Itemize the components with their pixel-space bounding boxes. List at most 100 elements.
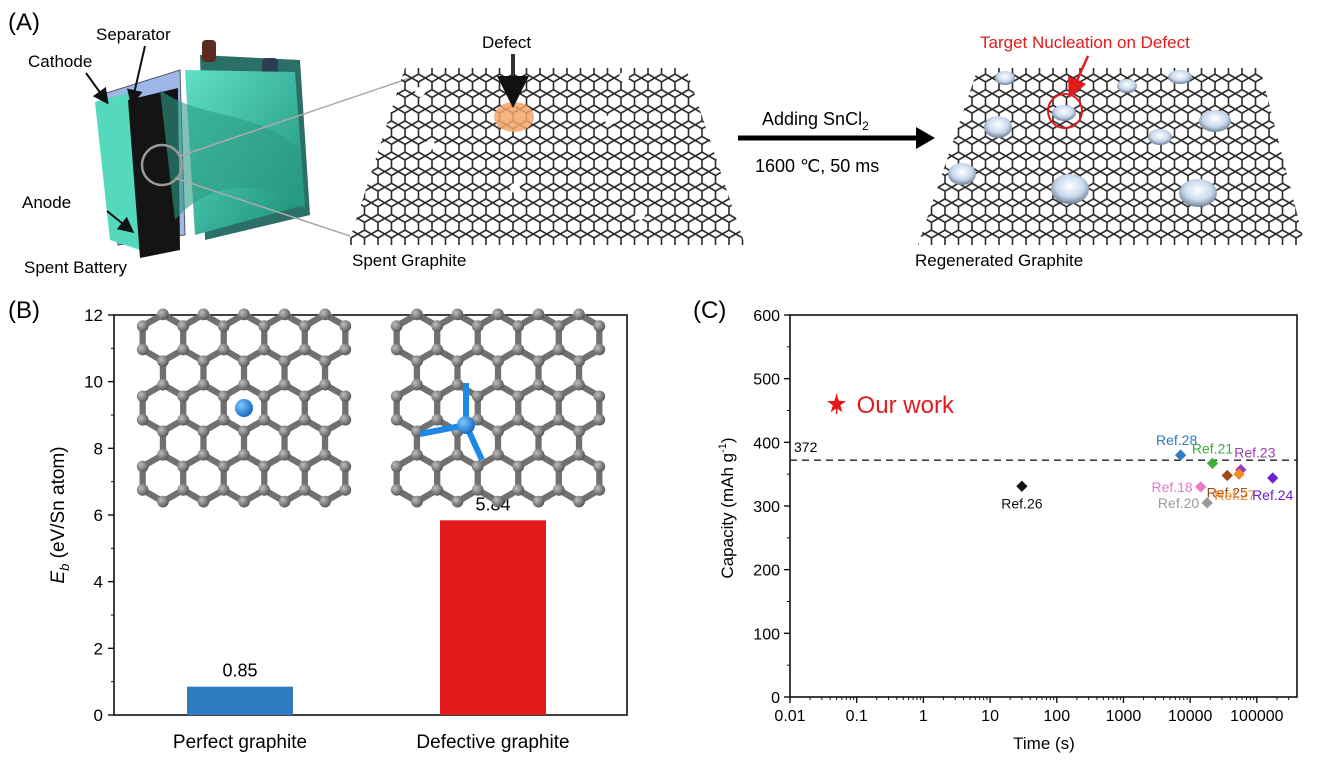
carbon-atom <box>593 320 606 332</box>
data-point-label: Ref.27 <box>1214 487 1255 503</box>
carbon-atom <box>157 378 169 391</box>
data-point-label: Ref.23 <box>1234 445 1275 461</box>
carbon-atom <box>177 460 190 473</box>
carbon-atom <box>157 425 169 438</box>
carbon-atom <box>238 495 250 508</box>
data-point-ref-21 <box>1206 457 1219 470</box>
carbon-atom <box>238 308 250 321</box>
carbon-atom <box>390 460 403 473</box>
carbon-atom <box>136 413 149 426</box>
carbon-atom <box>532 495 545 508</box>
carbon-atom <box>298 460 311 473</box>
carbon-atom <box>390 343 403 356</box>
data-point-ref-18 <box>1195 481 1207 493</box>
defect-label: Defect <box>482 33 531 52</box>
carbon-atom <box>411 308 423 321</box>
carbon-atom <box>431 460 444 473</box>
carbon-atom <box>319 308 331 321</box>
carbon-atom <box>258 320 271 332</box>
data-point-label: Ref.18 <box>1151 479 1192 495</box>
carbon-atom <box>258 460 271 473</box>
carbon-atom <box>157 355 169 368</box>
carbon-atom <box>319 495 331 508</box>
sn-atom <box>235 399 253 417</box>
carbon-atom <box>197 425 210 438</box>
carbon-atom <box>339 460 352 473</box>
carbon-atom <box>451 378 464 391</box>
carbon-atom <box>512 320 525 332</box>
carbon-atom <box>552 413 565 426</box>
panel-c-ylabel: Capacity (mAh g-1) <box>717 437 737 578</box>
separator-label: Separator <box>96 25 171 44</box>
carbon-atom <box>319 425 331 438</box>
bar-value-label: 0.85 <box>222 661 257 681</box>
spent-battery-caption: Spent Battery <box>24 258 128 277</box>
data-point-ref-20 <box>1201 497 1213 509</box>
b-ytick-label: 12 <box>84 306 103 325</box>
carbon-atom <box>278 425 291 438</box>
carbon-atom <box>177 320 190 332</box>
carbon-atom <box>238 378 250 391</box>
carbon-atom <box>471 343 484 356</box>
battery-illustration <box>95 40 411 258</box>
nucleation-circle <box>1047 93 1083 129</box>
carbon-atom <box>492 495 504 508</box>
carbon-atom <box>136 460 149 473</box>
defective-graphite-structure <box>390 308 606 508</box>
carbon-atom <box>197 355 210 368</box>
carbon-atom <box>390 413 403 426</box>
carbon-atom <box>552 343 565 356</box>
carbon-atom <box>136 320 149 332</box>
c-ytick-label: 400 <box>753 435 780 452</box>
carbon-atom <box>298 390 311 403</box>
carbon-atom <box>573 425 585 438</box>
carbon-atom <box>512 413 525 426</box>
carbon-atom <box>177 390 190 403</box>
data-point-label: Ref.25 <box>1207 484 1248 500</box>
carbon-atom <box>197 495 210 508</box>
carbon-atom <box>593 413 606 426</box>
c-xtick-label: 0.1 <box>846 708 868 725</box>
carbon-atom <box>136 343 149 356</box>
panel-c-frame <box>789 314 1298 698</box>
carbon-atom <box>451 495 464 508</box>
b-ytick-label: 2 <box>94 639 103 658</box>
c-ytick-label: 600 <box>753 308 780 325</box>
our-work-label: Our work <box>857 392 955 419</box>
carbon-atom <box>451 355 464 368</box>
carbon-atom <box>431 343 444 356</box>
carbon-atom <box>411 378 423 391</box>
carbon-atom <box>573 378 585 391</box>
carbon-atom <box>278 448 291 461</box>
carbon-atom <box>339 343 352 356</box>
carbon-atom <box>573 355 585 368</box>
carbon-atom <box>298 484 311 496</box>
carbon-atom <box>217 320 230 332</box>
carbon-atom <box>573 448 585 461</box>
carbon-atom <box>298 343 311 356</box>
data-point-label: Ref.26 <box>1001 495 1042 511</box>
carbon-atom <box>411 355 423 368</box>
carbon-atom <box>492 425 504 438</box>
nucleation-arrow <box>1068 55 1090 99</box>
carbon-atom <box>471 320 484 332</box>
spent-graphite-sheet <box>348 68 745 245</box>
carbon-atom <box>217 460 230 473</box>
c-xtick-label: 100 <box>1043 708 1070 725</box>
carbon-atom <box>278 378 291 391</box>
b-ytick-label: 8 <box>94 439 103 458</box>
carbon-atom <box>339 413 352 426</box>
carbon-atom <box>136 390 149 403</box>
panel-c-xlabel: Time (s) <box>1013 734 1075 753</box>
carbon-atom <box>278 355 291 368</box>
x-category-label: Perfect graphite <box>173 732 307 753</box>
carbon-atom <box>552 460 565 473</box>
carbon-atom <box>197 378 210 391</box>
carbon-atom <box>157 448 169 461</box>
spent-graphite-caption: Spent Graphite <box>352 251 466 270</box>
data-point-label: Ref.20 <box>1158 495 1199 511</box>
carbon-atom <box>238 355 250 368</box>
magnify-circle <box>140 143 184 187</box>
